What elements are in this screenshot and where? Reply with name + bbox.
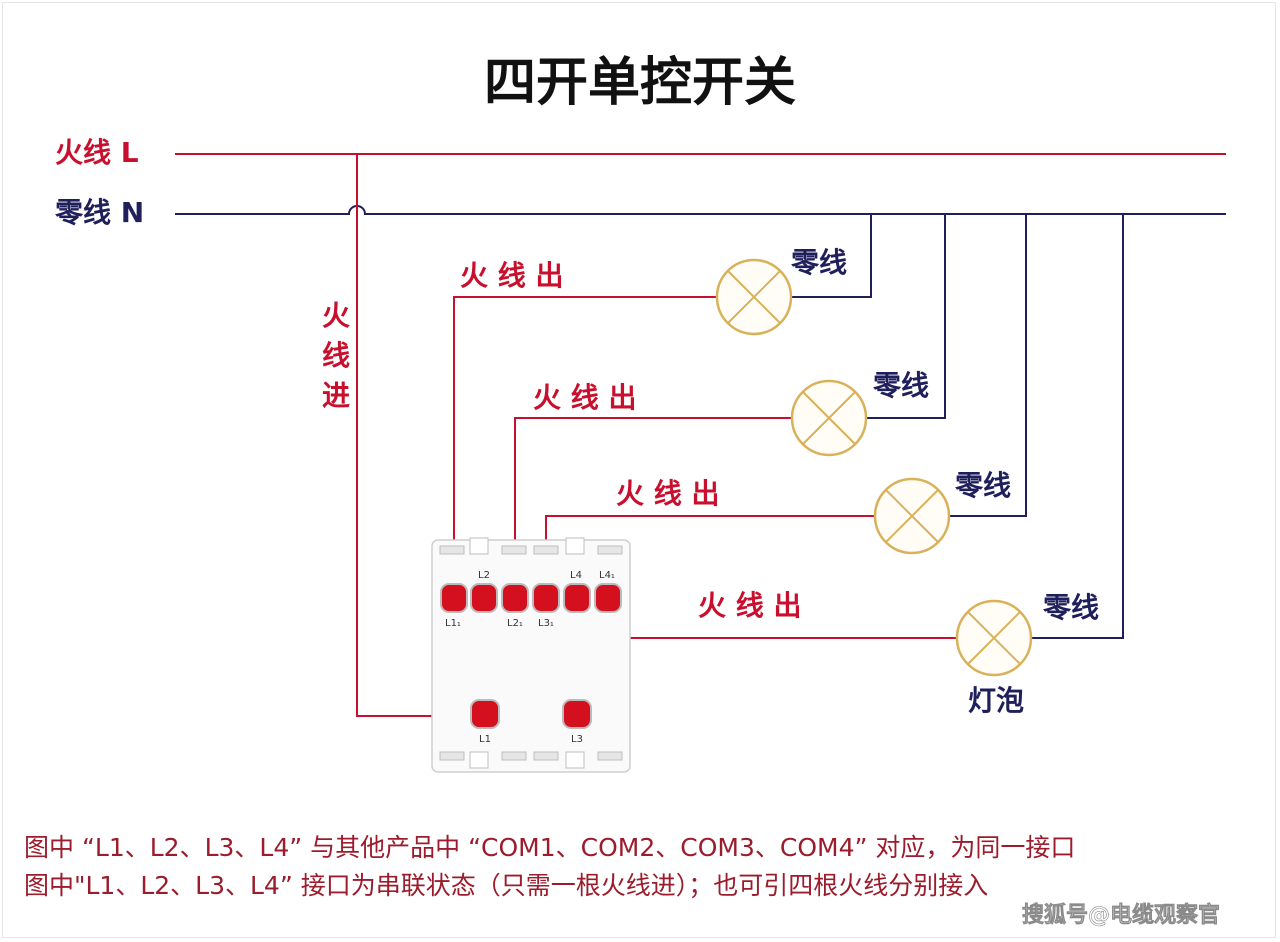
live-line-label: 火线 L [55,136,139,169]
watermark: 搜狐号@电缆观察官 [1022,902,1220,928]
bulb-1 [715,258,793,336]
terminal-row [440,583,622,613]
terminal-label-l1-1: L1₁ [445,618,461,629]
neutral-wire-3 [950,214,1027,517]
diagram-title: 四开单控开关 [484,53,796,113]
live-in-char-1: 火 [322,299,350,332]
neutral-label-3: 零线 [955,469,1011,502]
terminal-label-l2: L2 [478,570,490,581]
neutral-wire-4 [1032,214,1124,639]
bulb-label: 灯泡 [968,684,1024,717]
terminal-label-l3: L3 [571,734,583,745]
bulb-4 [955,599,1033,677]
note-line-1: 图中 “L1、L2、L3、L4” 与其他产品中 “COM1、COM2、COM3、… [24,833,1075,862]
live-out-label-1: 火 线 出 [460,259,564,292]
live-out-label-4: 火 线 出 [698,589,802,622]
bulb-3 [873,477,951,555]
terminal-label-l4: L4 [570,570,582,581]
terminal-l3 [562,699,592,729]
live-in-char-2: 线 [322,339,350,372]
note-line-2: 图中"L1、L2、L3、L4” 接口为串联状态（只需一根火线进）；也可引四根火线… [24,871,988,900]
neutral-line-label: 零线 N [55,196,144,229]
terminal-label-l2-1: L2₁ [507,618,523,629]
terminal-label-l3-1: L3₁ [538,618,554,629]
terminal-label-l1: L1 [479,734,491,745]
terminal-l1 [470,699,500,729]
live-in-char-3: 进 [322,379,350,412]
live-out-label-2: 火 线 出 [533,381,637,414]
live-out-wire-1 [453,296,716,598]
neutral-label-2: 零线 [873,369,929,402]
neutral-wire-1 [792,214,872,298]
neutral-line [175,205,1226,215]
live-out-label-3: 火 线 出 [616,477,720,510]
neutral-wire-2 [867,214,946,419]
terminal-label-l4-1: L4₁ [599,570,615,581]
bulb-2 [790,379,868,457]
neutral-label-4: 零线 [1043,591,1099,624]
neutral-label-1: 零线 [791,246,847,279]
live-out-wire-2 [514,417,791,598]
